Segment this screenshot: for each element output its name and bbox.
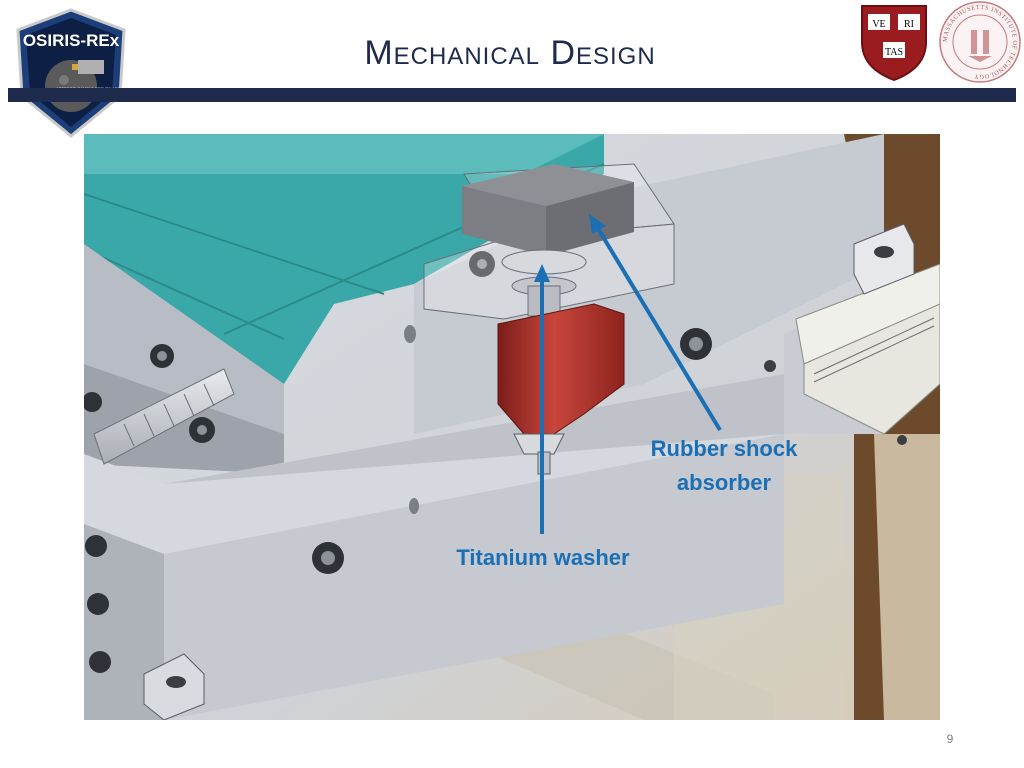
- rubber-shock-absorber-label: Rubber shock absorber: [636, 432, 812, 500]
- rubber-label-line1: Rubber shock: [650, 436, 798, 461]
- harvard-shield-logo: VE RI TAS: [861, 5, 927, 82]
- harvard-motto-tas: TAS: [885, 47, 903, 58]
- titanium-washer-label: Titanium washer: [456, 545, 630, 570]
- mission-name: OSIRIS-REx: [23, 31, 120, 50]
- harvard-motto-ri: RI: [904, 19, 914, 30]
- page-number: 9: [946, 732, 954, 746]
- harvard-motto-ve: VE: [872, 19, 885, 30]
- cad-rendering-figure: [84, 134, 940, 720]
- osiris-rex-logo: OSIRIS-REx ASTEROID SAMPLE RETURN MISSIO…: [16, 8, 130, 138]
- rubber-label-line2: absorber: [676, 470, 772, 495]
- title-underline-bar: [8, 88, 1016, 102]
- slide-title: Mechanical Design: [364, 34, 656, 72]
- mit-seal-logo: MASSACHUSETTS INSTITUTE OF TECHNOLOGY: [939, 1, 1021, 83]
